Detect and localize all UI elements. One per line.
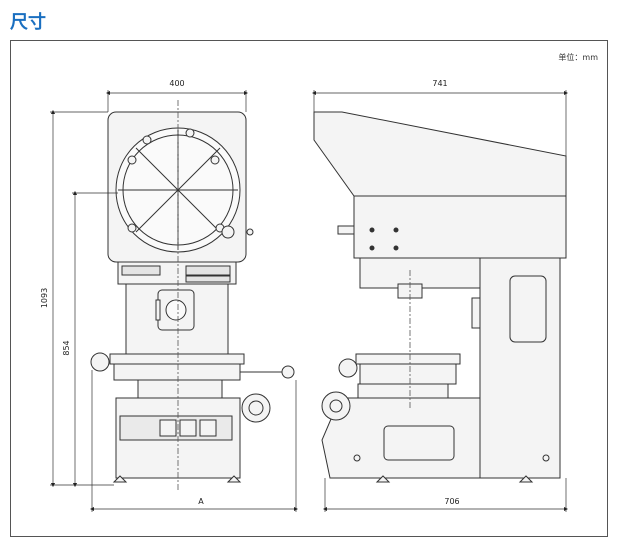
dim-A-label: A (198, 497, 204, 506)
front-stage-base (137, 379, 223, 399)
side-rear-panel (509, 275, 547, 343)
focus-handwheel-hub (248, 400, 264, 416)
side-base-panel (383, 425, 455, 461)
front-stage-top (109, 353, 245, 365)
front-stage (113, 363, 241, 381)
lens-knob (155, 299, 161, 321)
unit-note: 单位：mm (558, 53, 598, 62)
control-button-2 (179, 419, 197, 437)
lens (165, 299, 187, 321)
screen-knob-l (127, 155, 137, 165)
screen-knob-t (185, 128, 195, 138)
center-lines (177, 100, 411, 490)
side-hood (313, 111, 567, 197)
front-view (90, 111, 295, 483)
readout-display-right-2 (185, 275, 231, 283)
side-upper-body (353, 195, 567, 259)
stage-micrometer-right (281, 365, 295, 379)
front-foot-left (112, 475, 128, 483)
dim-1093-label: 1093 (40, 288, 49, 308)
side-foot-left (375, 475, 391, 483)
screen-knob-r (210, 155, 220, 165)
side-view (313, 111, 567, 483)
control-button-1 (159, 419, 177, 437)
side-base-screw-right (542, 454, 550, 462)
side-screw-1 (369, 227, 375, 233)
side-handwheel-hub (329, 399, 343, 413)
side-stage-base (357, 383, 449, 399)
side-column-lever (471, 297, 481, 329)
side-arm (359, 257, 481, 289)
side-screw-2 (393, 227, 399, 233)
side-micrometer (338, 358, 358, 378)
section-title: 尺寸 (10, 12, 46, 33)
readout-display-right (185, 265, 231, 276)
dim-400-label: 400 (169, 79, 184, 88)
readout-display-left (121, 265, 161, 276)
side-base-screw-left (353, 454, 361, 462)
side-knob (337, 225, 355, 235)
screen-knob-side (246, 228, 254, 236)
dim-741-label: 741 (432, 79, 447, 88)
side-foot-right (518, 475, 534, 483)
screen-knob-tl (142, 135, 152, 145)
screen-knob-main (221, 225, 235, 239)
stage-micrometer-left (90, 352, 110, 372)
side-stage-top (355, 353, 461, 365)
screen-knob-bl (127, 223, 137, 233)
dim-706-label: 706 (444, 497, 459, 506)
dim-854-label: 854 (62, 340, 71, 355)
side-stage (359, 363, 457, 385)
side-screw-3 (369, 245, 375, 251)
front-foot-right (226, 475, 242, 483)
control-button-3 (199, 419, 217, 437)
drawing-frame (10, 40, 608, 537)
side-screw-4 (393, 245, 399, 251)
